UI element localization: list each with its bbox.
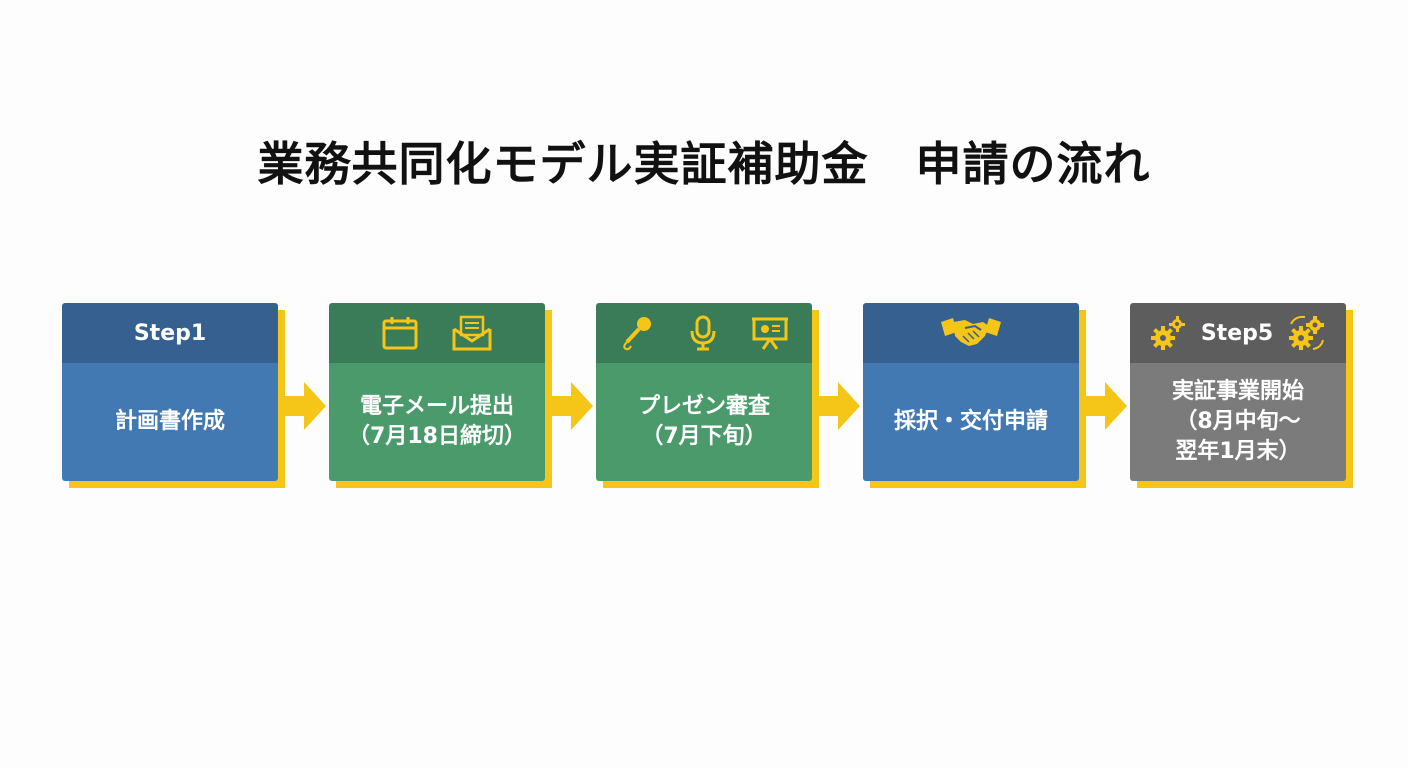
page-title: 業務共同化モデル実証補助金 申請の流れ — [257, 137, 1151, 191]
flow-arrow-icon — [818, 382, 860, 430]
step-text-line: 電子メール提出 — [359, 394, 514, 419]
step-1-box: Step1 計画書作成 — [62, 303, 285, 488]
step-body: 実証事業開始 （8月中旬～ 翌年1月末） — [1130, 363, 1346, 481]
handshake-icon — [941, 316, 1001, 350]
step-card: 電子メール提出 （7月18日締切） — [329, 303, 545, 481]
step-card: Step1 計画書作成 — [62, 303, 278, 481]
microphone-icon — [619, 315, 655, 351]
gears-cycle-icon — [1287, 314, 1327, 352]
flow-arrow-icon — [284, 382, 326, 430]
step-header — [863, 303, 1079, 363]
step-header: Step5 — [1130, 303, 1346, 363]
step-body: プレゼン審査 （7月下旬） — [596, 363, 812, 481]
step-header — [596, 303, 812, 363]
step-card: プレゼン審査 （7月下旬） — [596, 303, 812, 481]
step-text-line: 計画書作成 — [114, 409, 225, 434]
step-body: 電子メール提出 （7月18日締切） — [329, 363, 545, 481]
envelope-icon — [452, 315, 492, 351]
step-3-box: プレゼン審査 （7月下旬） — [596, 303, 819, 488]
step-4-box: 採択・交付申請 — [863, 303, 1086, 488]
step-text-line: （8月中旬～ — [1175, 409, 1301, 434]
step-label: Step1 — [133, 320, 207, 346]
step-body: 採択・交付申請 — [863, 363, 1079, 481]
presentation-board-icon — [751, 315, 789, 351]
step-text-line: 実証事業開始 — [1171, 379, 1304, 404]
step-header: Step1 — [62, 303, 278, 363]
gears-icon — [1149, 314, 1187, 352]
flow-arrow-icon — [551, 382, 593, 430]
calendar-icon — [382, 316, 418, 350]
podcast-mic-icon — [689, 315, 717, 351]
step-text-line: プレゼン審査 — [637, 394, 770, 419]
step-card: Step5 — [1130, 303, 1346, 481]
step-card: 採択・交付申請 — [863, 303, 1079, 481]
step-header — [329, 303, 545, 363]
step-text-line: 採択・交付申請 — [893, 409, 1048, 434]
step-text-line: （7月18日締切） — [348, 424, 526, 449]
step-5-box: Step5 — [1130, 303, 1353, 488]
step-body: 計画書作成 — [62, 363, 278, 481]
step-text-line: 翌年1月末） — [1175, 439, 1301, 464]
step-label: Step5 — [1200, 320, 1274, 346]
step-2-box: 電子メール提出 （7月18日締切） — [329, 303, 552, 488]
flow-arrow-icon — [1085, 382, 1127, 430]
step-text-line: （7月下旬） — [641, 424, 767, 449]
